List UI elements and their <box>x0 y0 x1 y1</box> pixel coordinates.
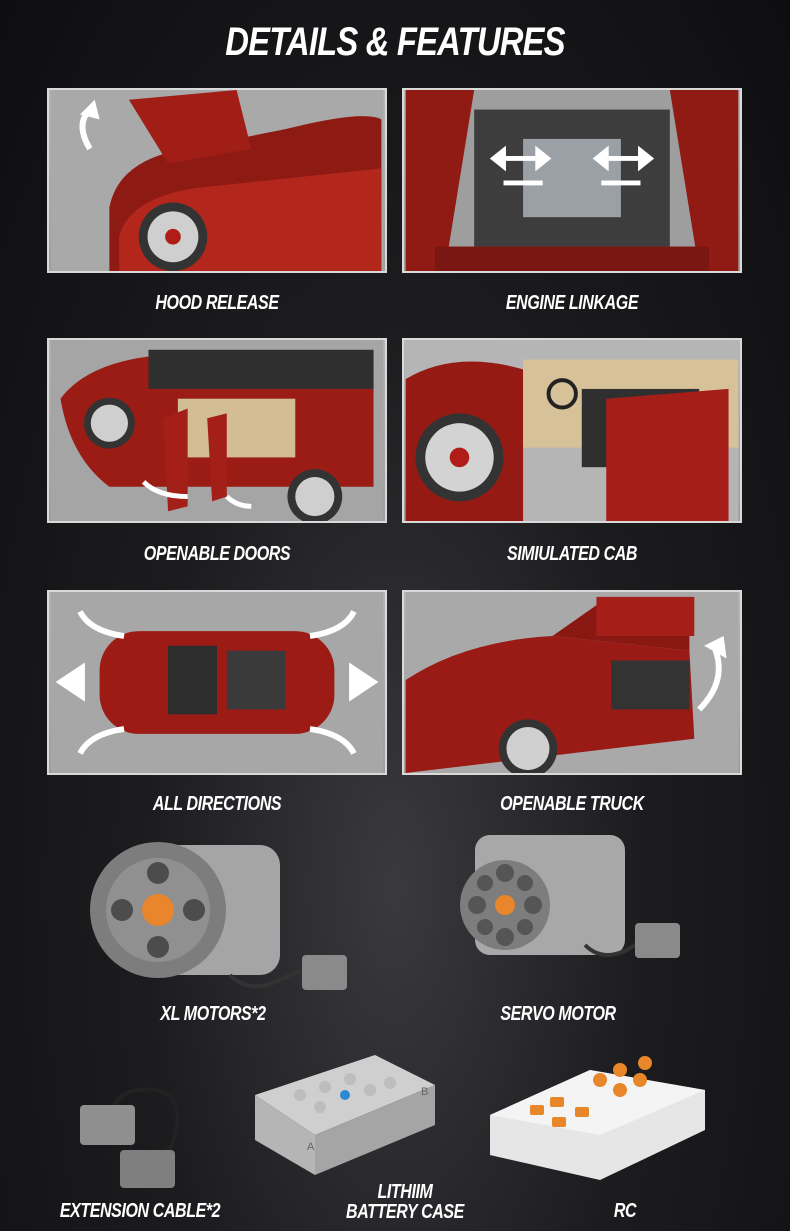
rc-remote-icon <box>490 1056 705 1180</box>
all-directions-image <box>47 590 387 775</box>
part-label-xl-motors: XL MOTORS*2 <box>160 1003 266 1025</box>
openable-doors-image <box>47 338 387 523</box>
trunk-open-icon <box>405 592 739 773</box>
feature-label-engine-linkage: ENGINE LINKAGE <box>505 292 639 314</box>
battery-mark-b: B <box>421 1086 428 1098</box>
part-label-rc: RC <box>613 1200 637 1222</box>
engine-linkage-image <box>402 88 742 273</box>
page-title: DETAILS & FEATURES <box>225 20 565 64</box>
hood-release-image <box>47 88 387 273</box>
extension-cable-icon <box>80 1087 180 1188</box>
part-label-servo-motor: SERVO MOTOR <box>500 1003 616 1025</box>
feature-label-openable-doors: OPENABLE DOORS <box>143 543 291 565</box>
part-label-extension-cable: EXTENSION CABLE*2 <box>59 1200 221 1222</box>
part-label-battery-line2: BATTERY CASE <box>346 1201 464 1223</box>
feature-label-hood-release: HOOD RELEASE <box>155 292 279 314</box>
car-hood-open-icon <box>50 90 384 271</box>
engine-icon <box>405 90 739 271</box>
feature-label-all-directions: ALL DIRECTIONS <box>152 793 282 815</box>
battery-mark-a: A <box>307 1141 315 1153</box>
battery-case-icon: A B <box>255 1055 435 1175</box>
all-directions-icon <box>50 592 384 773</box>
xl-motor-icon <box>90 842 347 990</box>
simulated-cab-image <box>402 338 742 523</box>
cab-icon <box>405 340 739 521</box>
feature-label-openable-truck: OPENABLE TRUCK <box>500 793 644 815</box>
part-label-battery-line1: LITHIIM <box>377 1181 433 1203</box>
openable-truck-image <box>402 590 742 775</box>
door-open-icon <box>50 340 384 521</box>
servo-motor-icon <box>460 835 680 958</box>
feature-label-simulated-cab: SIMIULATED CAB <box>506 543 638 565</box>
